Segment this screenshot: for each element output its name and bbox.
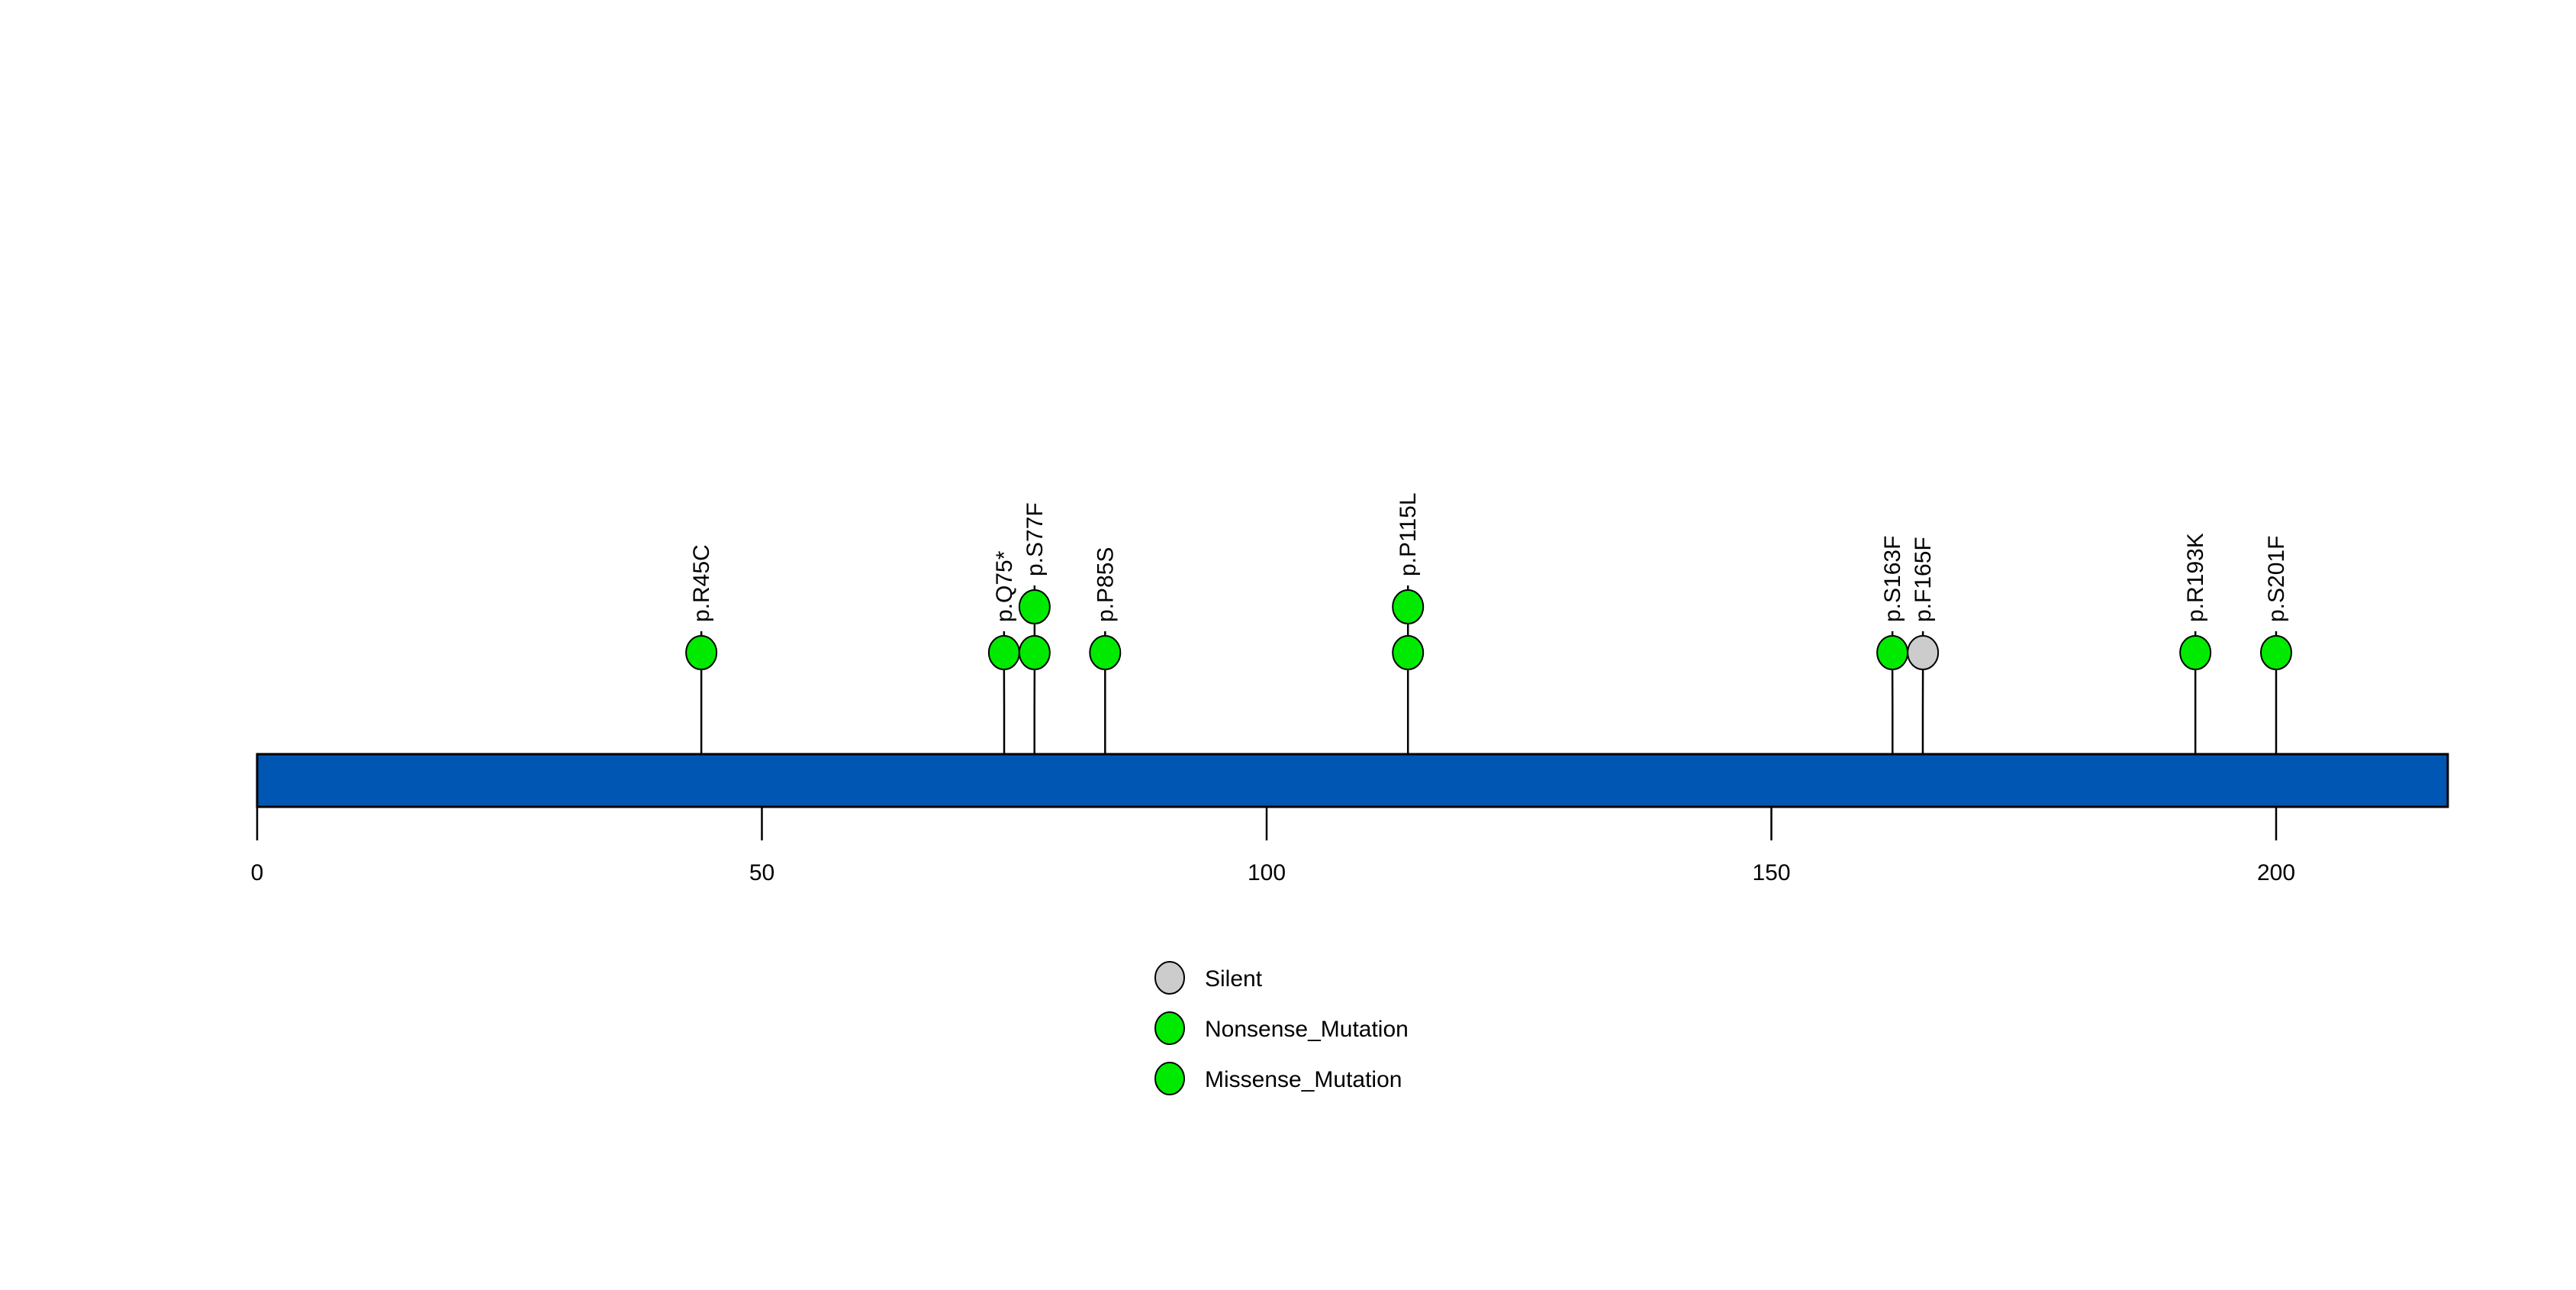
mutation-label: p.Q75* bbox=[992, 550, 1017, 622]
axis-tick-label: 50 bbox=[749, 860, 774, 885]
protein-bar bbox=[256, 753, 2449, 808]
legend-label: Nonsense_Mutation bbox=[1205, 1017, 1409, 1042]
legend-label: Silent bbox=[1205, 966, 1263, 992]
axis-tick-label: 0 bbox=[251, 860, 264, 885]
legend-swatch[interactable] bbox=[1154, 1062, 1185, 1095]
lollipop-heads-group bbox=[685, 589, 2292, 670]
lollipop-head[interactable] bbox=[1876, 635, 1909, 670]
lollipop-head[interactable] bbox=[1018, 589, 1051, 624]
lollipop-head[interactable] bbox=[1018, 635, 1051, 670]
axis-tick-label: 200 bbox=[2257, 860, 2295, 885]
axis-tick-label: 100 bbox=[1248, 860, 1286, 885]
mutation-label: p.R193K bbox=[2183, 533, 2208, 622]
position-axis: 0 50 100 150 200 bbox=[251, 807, 2295, 885]
mutation-label: p.S201F bbox=[2264, 536, 2289, 622]
mutation-label: p.S77F bbox=[1022, 502, 1048, 576]
mutation-label: p.F165F bbox=[1911, 537, 1936, 622]
mutation-label: p.R45C bbox=[689, 544, 714, 622]
lollipop-head[interactable] bbox=[1907, 635, 1940, 670]
lollipop-head[interactable] bbox=[1392, 589, 1425, 624]
lollipop-head[interactable] bbox=[2260, 635, 2292, 670]
axis-tick-label: 150 bbox=[1752, 860, 1790, 885]
mutation-label: p.P85S bbox=[1093, 547, 1118, 622]
lollipop-head[interactable] bbox=[2179, 635, 2212, 670]
lollipop-head[interactable] bbox=[987, 635, 1020, 670]
lollipop-head[interactable] bbox=[1089, 635, 1122, 670]
lollipop-head[interactable] bbox=[685, 635, 718, 670]
protein-domain-bar bbox=[256, 753, 2449, 808]
mutation-label: p.S163F bbox=[1880, 536, 1905, 622]
lollipop-head[interactable] bbox=[1392, 635, 1425, 670]
legend-swatch[interactable] bbox=[1154, 961, 1185, 995]
legend-swatch[interactable] bbox=[1154, 1011, 1185, 1045]
legend-label: Missense_Mutation bbox=[1205, 1067, 1402, 1092]
mutation-label: p.P115L bbox=[1396, 492, 1421, 576]
